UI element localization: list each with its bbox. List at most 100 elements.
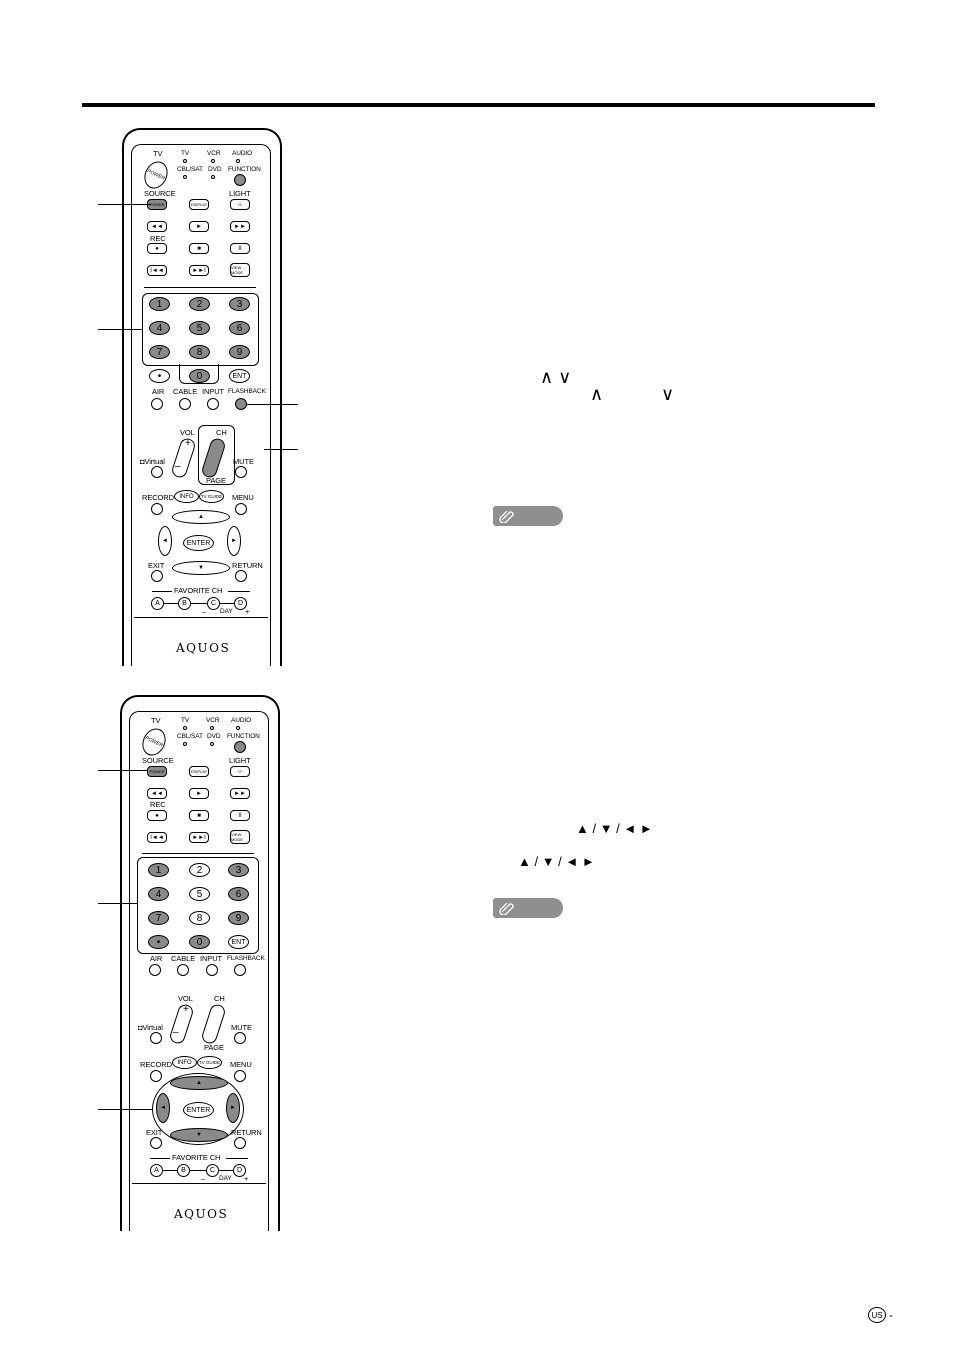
return-button[interactable] [234,1137,246,1149]
mute-button[interactable] [234,1032,246,1044]
function-button[interactable] [234,174,246,186]
info-button[interactable]: INFO [174,490,199,503]
play-button[interactable]: ► [189,788,209,799]
digit-8-button[interactable]: 8 [189,911,210,925]
record-button[interactable] [150,1070,162,1082]
virtual-button[interactable] [151,466,163,478]
fav-d-button[interactable]: D [234,597,247,610]
dot-button[interactable]: • [149,369,170,383]
display-button[interactable]: DISPLAY [189,766,209,777]
fav-b-button[interactable]: B [178,597,191,610]
light-button[interactable]: ☼ [230,199,250,210]
input-button[interactable] [206,964,218,976]
menu-label: MENU [230,1060,252,1069]
digit-7-button[interactable]: 7 [149,345,170,359]
menu-button[interactable] [234,1070,246,1082]
exit-label: EXIT [148,561,165,570]
digit-2-button[interactable]: 2 [189,297,210,311]
digit-9-button[interactable]: 9 [229,345,250,359]
view-mode-button[interactable]: VIEW MODE [230,830,250,844]
digit-4-button[interactable]: 4 [148,887,169,901]
digit-2-button[interactable]: 2 [189,863,210,877]
exit-button[interactable] [151,570,163,582]
fast-forward-button[interactable]: ►► [230,788,250,799]
left-button[interactable]: ◄ [156,1093,170,1123]
audio-led [236,159,240,163]
tv-label: TV [153,149,163,158]
cable-button[interactable] [177,964,189,976]
cbl-led [183,742,187,746]
dot-button[interactable]: • [148,935,169,949]
fav-c-button[interactable]: C [207,597,220,610]
aquos-logo: AQUOS [176,641,231,655]
air-button[interactable] [149,964,161,976]
function-button[interactable] [234,741,246,753]
pause-button[interactable]: II [230,810,250,821]
skip-forward-button[interactable]: ►►I [189,265,209,276]
return-button[interactable] [235,570,247,582]
left-button[interactable]: ◄ [158,526,172,556]
air-button[interactable] [151,398,163,410]
vol-plus-label: + [185,438,191,449]
fav-a-button[interactable]: A [151,597,164,610]
stop-button[interactable]: ■ [189,810,209,821]
down-button[interactable]: ▼ [170,1128,228,1142]
stop-button[interactable]: ■ [189,243,209,254]
source-power-button[interactable]: POWER [147,766,167,777]
digit-1-button[interactable]: 1 [148,863,169,877]
digit-0-button[interactable]: 0 [189,935,210,949]
digit-0-button[interactable]: 0 [189,369,210,383]
mute-button[interactable] [235,466,247,478]
display-button[interactable]: DISPLAY [189,199,209,210]
fav-a-button[interactable]: A [150,1164,163,1177]
record-button[interactable] [151,503,163,515]
play-button[interactable]: ► [189,221,209,232]
zero-group [179,364,219,384]
dolby-icon: ◘ [140,457,145,466]
enter-button[interactable]: ENTER [183,535,214,551]
flashback-button[interactable] [234,964,246,976]
rewind-button[interactable]: ◄◄ [147,221,167,232]
ent-button[interactable]: ENT [229,369,250,383]
digit-6-button[interactable]: 6 [228,887,249,901]
view-mode-button[interactable]: VIEW MODE [230,263,250,277]
menu-button[interactable] [235,503,247,515]
exit-button[interactable] [150,1137,162,1149]
digit-3-button[interactable]: 3 [228,863,249,877]
rewind-button[interactable]: ◄◄ [147,788,167,799]
digit-8-button[interactable]: 8 [189,345,210,359]
digit-6-button[interactable]: 6 [229,321,250,335]
digit-1-button[interactable]: 1 [149,297,170,311]
day-plus-label: + [245,607,250,616]
pause-button[interactable]: II [230,243,250,254]
up-button[interactable]: ▲ [170,1076,228,1090]
fav-d-button[interactable]: D [233,1164,246,1177]
skip-back-button[interactable]: I◄◄ [147,265,167,276]
digit-4-button[interactable]: 4 [149,321,170,335]
digit-3-button[interactable]: 3 [229,297,250,311]
digit-5-button[interactable]: 5 [189,887,210,901]
digit-5-button[interactable]: 5 [189,321,210,335]
right-button[interactable]: ► [226,1093,240,1123]
digit-9-button[interactable]: 9 [228,911,249,925]
input-button[interactable] [207,398,219,410]
rec-button[interactable]: ● [147,810,167,821]
light-button[interactable]: ☼ [230,766,250,777]
enter-button[interactable]: ENTER [183,1102,214,1118]
right-button[interactable]: ► [227,526,241,556]
down-button[interactable]: ▼ [172,561,230,575]
skip-back-button[interactable]: I◄◄ [147,832,167,843]
up-button[interactable]: ▲ [172,510,230,524]
skip-forward-button[interactable]: ►►I [189,832,209,843]
fav-b-button[interactable]: B [177,1164,190,1177]
info-button[interactable]: INFO [172,1056,197,1069]
fav-c-button[interactable]: C [206,1164,219,1177]
cable-button[interactable] [179,398,191,410]
fast-forward-button[interactable]: ►► [230,221,250,232]
tv-guide-button[interactable]: TV GUIDE [199,490,224,503]
virtual-button[interactable] [150,1032,162,1044]
tv-guide-button[interactable]: TV GUIDE [197,1056,222,1069]
digit-7-button[interactable]: 7 [148,911,169,925]
ent-button[interactable]: ENT [228,935,249,949]
rec-button[interactable]: ● [147,243,167,254]
